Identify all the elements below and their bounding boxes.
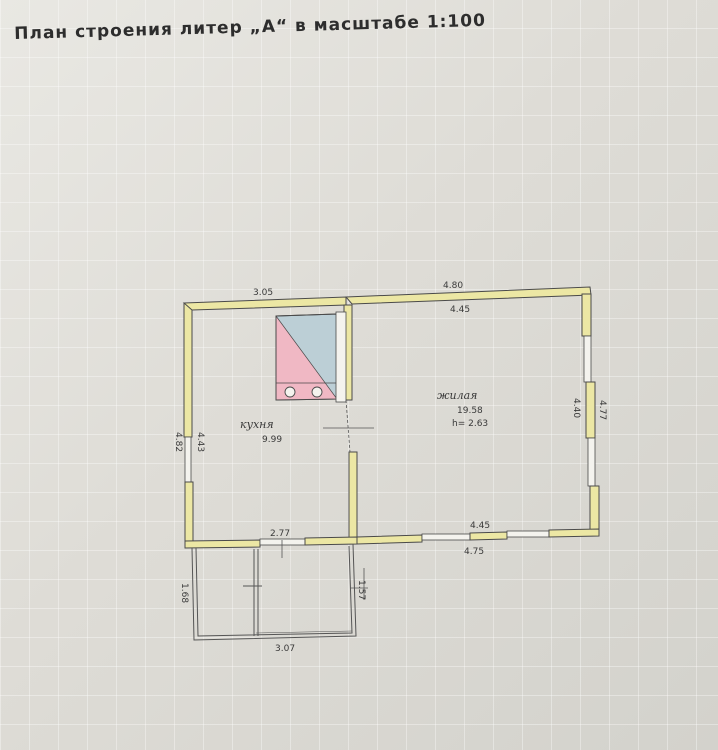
wall-partition-lower	[348, 451, 358, 545]
dim-bottom-living-outer: 4.75	[464, 547, 484, 557]
porch	[191, 543, 357, 641]
wall-top-living	[344, 286, 592, 305]
wall-top-kitchen	[182, 296, 347, 311]
room-kitchen-name: кухня	[240, 418, 274, 431]
door-marks	[281, 399, 374, 600]
dim-left-inner: 4.43	[195, 432, 205, 452]
dim-bottom-living-inner: 4.45	[470, 521, 490, 531]
room-living-area: 19.58	[457, 406, 483, 416]
wall-bottom-living-mid	[469, 531, 508, 541]
window-bottom-kitchen	[259, 538, 306, 546]
dim-top-living-inner: 4.45	[450, 305, 470, 315]
wall-right-mid	[585, 381, 596, 439]
stove	[275, 311, 347, 403]
wall-bottom-kitchen-left	[184, 539, 261, 549]
wall-right-top	[581, 293, 592, 337]
dim-top-kitchen-outer: 3.05	[253, 288, 273, 298]
wall-bottom-living-right	[548, 528, 600, 538]
wall-bottom-living-left	[356, 534, 423, 545]
room-living-height: h= 2.63	[452, 419, 488, 429]
window-right-2	[587, 437, 596, 487]
dim-porch-bottom: 3.07	[275, 644, 295, 654]
wall-left-lower	[184, 481, 194, 547]
room-living-name: жилая	[437, 389, 477, 402]
dim-right-inner: 4.40	[571, 398, 581, 418]
wall-right-bottom	[589, 485, 600, 536]
window-bottom-living-2	[506, 530, 550, 538]
dim-porch-right: 1.57	[356, 580, 366, 600]
window-left	[184, 436, 192, 483]
room-kitchen-area: 9.99	[262, 435, 282, 445]
wall-bottom-kitchen-right	[304, 536, 358, 546]
dim-top-living-outer: 4.80	[443, 281, 463, 291]
dim-bottom-kitchen: 2.77	[270, 529, 290, 539]
window-bottom-living-1	[421, 533, 471, 541]
dim-right-outer: 4.77	[597, 400, 607, 420]
wall-left-upper	[183, 302, 193, 438]
dim-porch-left: 1.68	[179, 583, 189, 603]
dim-left-outer: 4.82	[173, 432, 183, 452]
window-right-1	[583, 335, 592, 383]
